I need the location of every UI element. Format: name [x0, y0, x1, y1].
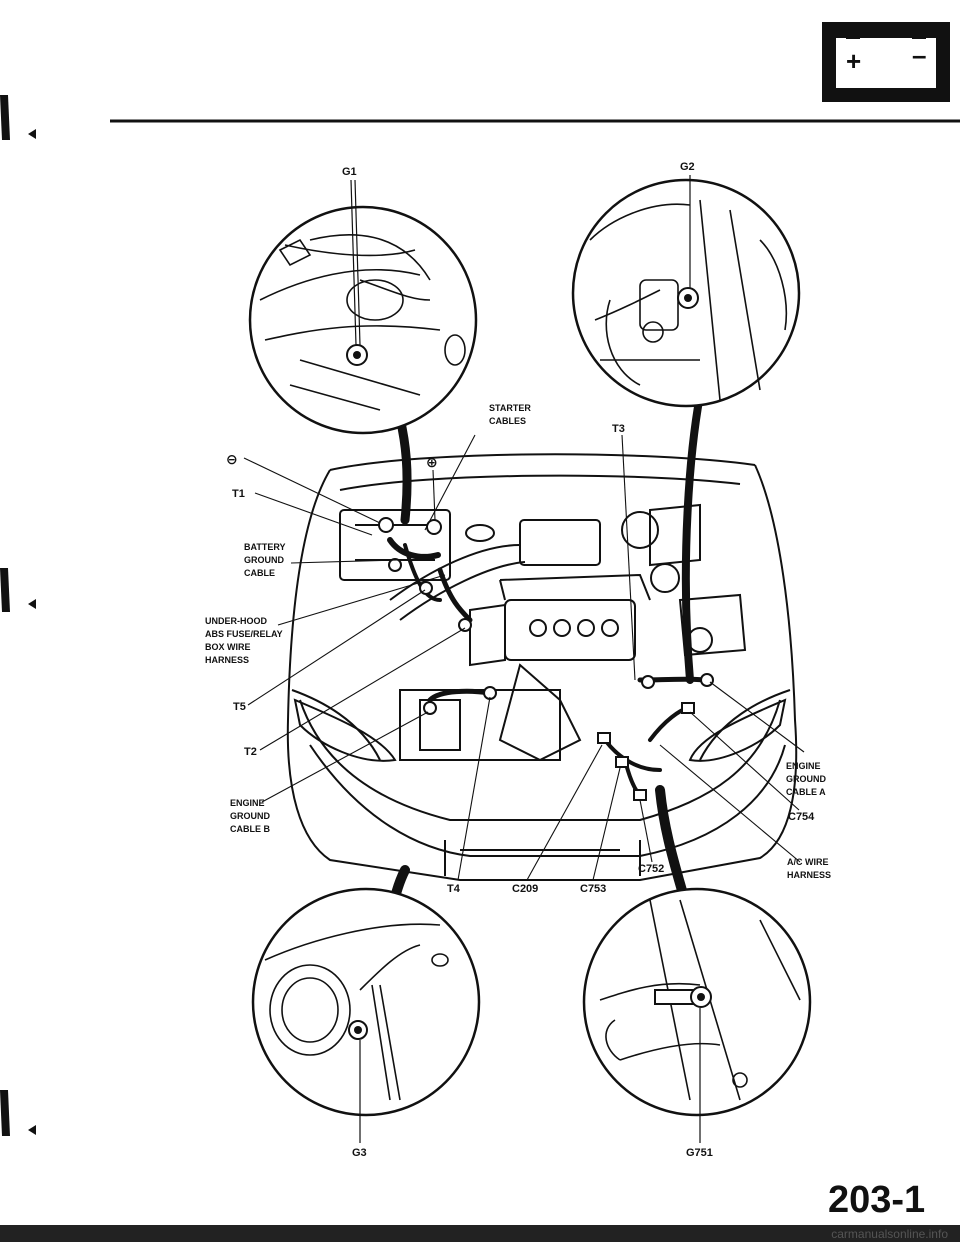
label-t1: T1 [232, 488, 245, 500]
intake-duct [389, 544, 521, 601]
footer-watermark: carmanualsonline.info [831, 1227, 948, 1241]
headlight-left [293, 698, 397, 762]
svg-text:–: – [912, 40, 926, 70]
label-starter-cables: STARTER CABLES [489, 403, 533, 426]
label-c754: C754 [788, 811, 815, 823]
fender-left [291, 689, 381, 761]
label-g3: G3 [352, 1147, 367, 1159]
page-number: 203-1 [828, 1179, 925, 1221]
car-body [286, 453, 798, 881]
detail-circle-g751 [582, 887, 812, 1143]
positive-symbol: ⊕ [426, 454, 438, 470]
fender-right [699, 689, 791, 761]
label-t5: T5 [233, 701, 246, 713]
headlight-right [688, 698, 787, 762]
label-g1: G1 [342, 166, 357, 178]
binding-marks [0, 95, 36, 1136]
label-ac-wire-harness: A/C WIRE HARNESS [787, 857, 831, 880]
label-g751: G751 [686, 1147, 713, 1159]
detail-circle-g3 [251, 887, 481, 1143]
label-g2: G2 [680, 161, 695, 173]
footer-bar: carmanualsonline.info [0, 1225, 960, 1242]
battery-icon: + – [822, 22, 950, 102]
cable-g2 [681, 391, 704, 684]
label-c209: C209 [512, 883, 538, 895]
label-underhood-abs-box-harness: UNDER-HOOD ABS FUSE/RELAY BOX WIRE HARNE… [205, 616, 285, 665]
negative-symbol: ⊖ [226, 451, 238, 467]
label-t2: T2 [244, 746, 257, 758]
label-c752: C752 [638, 863, 664, 875]
detail-circle-g2 [571, 175, 801, 408]
battery [339, 509, 451, 581]
label-c753: C753 [580, 883, 606, 895]
car-outline [286, 464, 798, 881]
svg-text:+: + [846, 46, 861, 76]
battery-neg-terminal [378, 517, 394, 533]
label-t3: T3 [612, 423, 625, 435]
cable-g1 [395, 413, 412, 525]
label-engine-ground-cable-a: ENGINE GROUND CABLE A [786, 761, 829, 797]
leader-lines [243, 434, 805, 881]
detail-circle-g1 [248, 179, 478, 435]
label-t4: T4 [447, 883, 461, 895]
label-engine-ground-cable-b: ENGINE GROUND CABLE B [230, 798, 273, 834]
header: + – [110, 22, 960, 123]
label-battery-ground-cable: BATTERY GROUND CABLE [244, 542, 288, 578]
